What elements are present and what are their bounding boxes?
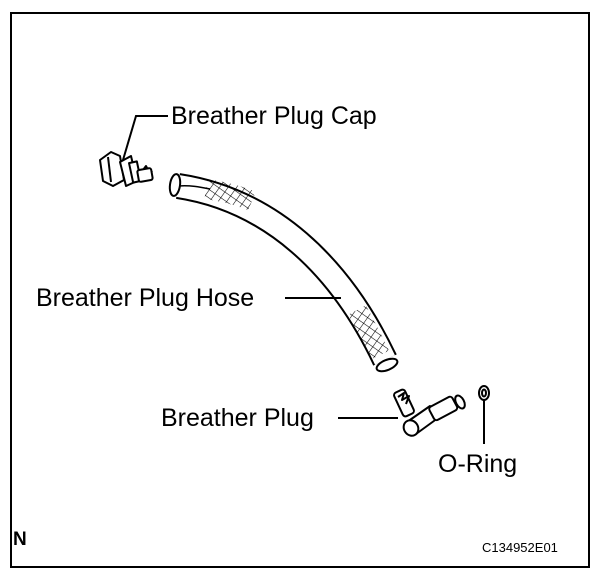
figure-frame: [10, 12, 590, 568]
label-o-ring: O-Ring: [438, 450, 518, 478]
breather-plug-part: [393, 388, 466, 437]
leader-line-cap: [122, 115, 168, 161]
breather-plug-cap-part: [99, 151, 154, 187]
o-ring-part: [478, 385, 490, 401]
figure-code: C134952E01: [482, 540, 558, 555]
label-breather-plug-cap: Breather Plug Cap: [171, 102, 377, 130]
label-breather-plug-hose: Breather Plug Hose: [36, 284, 255, 312]
corner-letter: N: [13, 529, 27, 550]
label-breather-plug: Breather Plug: [161, 404, 314, 432]
breather-plug-hose-part: [168, 173, 399, 373]
